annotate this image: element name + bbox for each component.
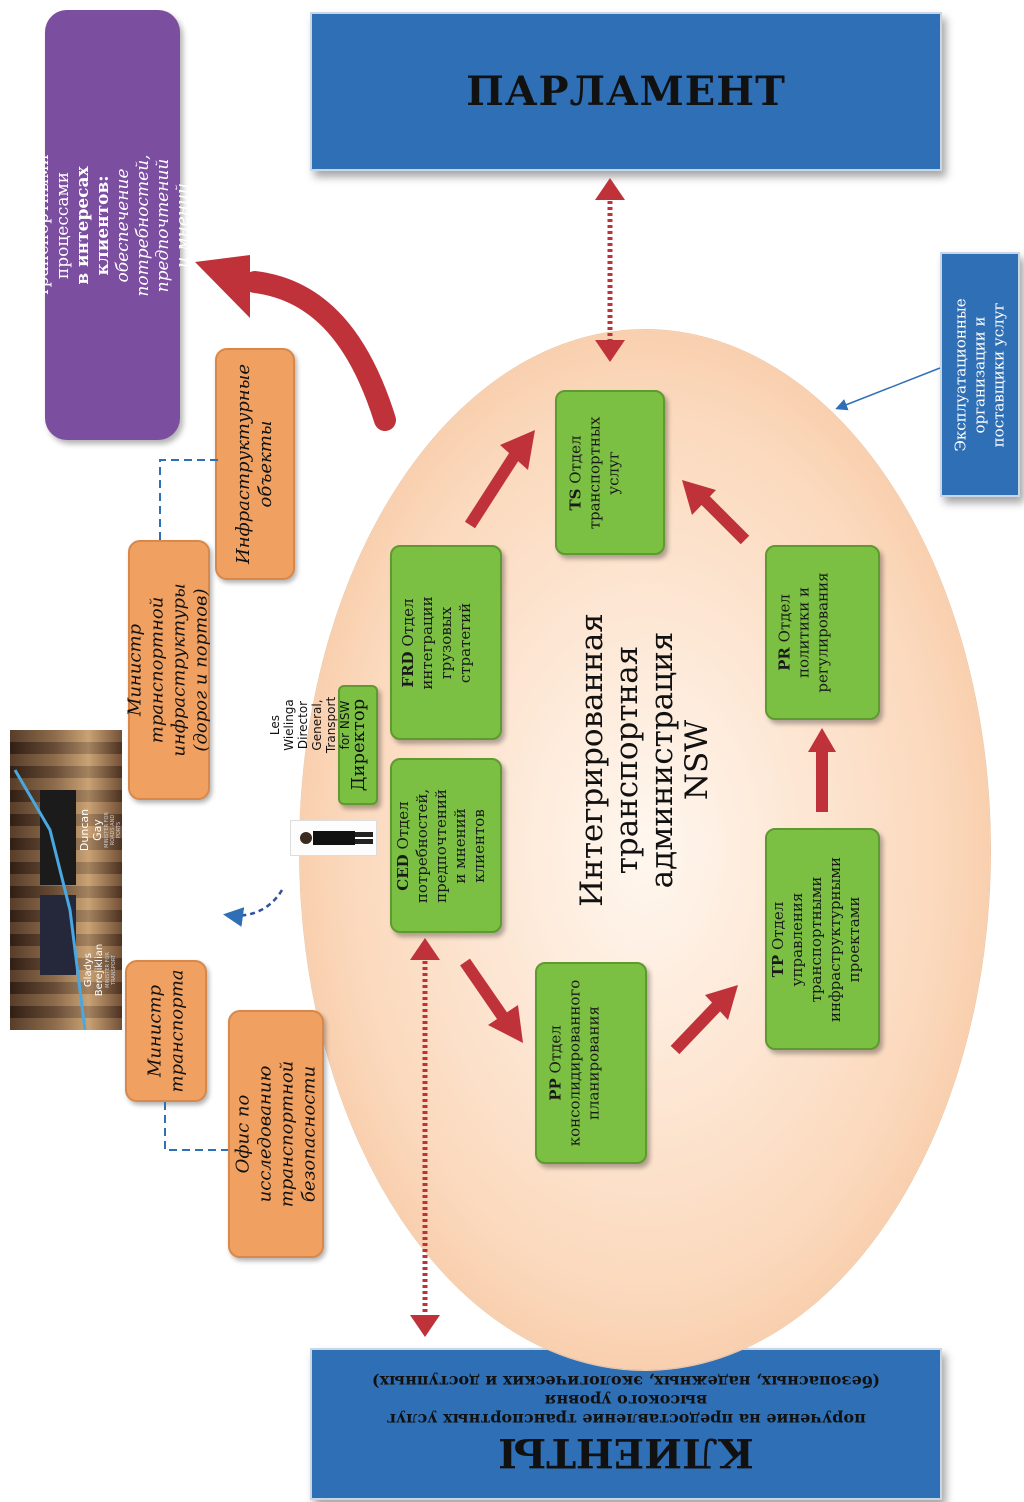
- photo-line-icon: [13, 769, 87, 1030]
- ts-department-box: TS Отдел транспортных услуг: [555, 390, 665, 555]
- ced-department-box: CED Отдел потребностей, предпочтений и м…: [390, 758, 502, 933]
- infra-objects-box: Инфраструктурные объекты: [215, 348, 295, 580]
- frd-department-box: FRD Отдел интеграции грузовых стратегий: [390, 545, 502, 740]
- cycle-arrow-pp-tp-icon: [670, 985, 738, 1055]
- transport-minister-box: Министр транспорта: [125, 960, 207, 1102]
- clients-double-arrow-icon: [410, 938, 440, 1337]
- dashed-connector-infra: [159, 459, 218, 540]
- person1-figure: [40, 790, 76, 885]
- dashed-curved-arrow-icon: [223, 889, 284, 927]
- parliament-double-arrow-icon: [595, 178, 625, 362]
- parliament-label: ПАРЛАМЕНТ: [466, 68, 786, 115]
- big-curved-arrow-icon: [195, 255, 396, 431]
- cycle-arrow-ced-pp-icon: [460, 958, 523, 1043]
- person-icon: [300, 831, 373, 845]
- pr-department-box: PR Отдел политики и регулирования: [765, 545, 880, 720]
- dashed-connector-safety: [164, 1102, 228, 1151]
- cycle-arrow-frd-ts-icon: [464, 430, 535, 529]
- operators-pointer-arrow-icon: [835, 367, 941, 411]
- tp-department-box: TP Отдел управления транспортными инфрас…: [765, 828, 880, 1050]
- safety-office-box: Офис по исследованию транспортной безопа…: [228, 1010, 324, 1258]
- director-photo: [290, 820, 377, 856]
- infra-minister-box: Министр транспортной инфраструктуры (дор…: [125, 540, 212, 800]
- ministers-photo: Duncan Gay MINISTER FOR ROADS AND PORTS …: [10, 730, 122, 1030]
- clients-box: КЛИЕНТЫ поручение на предоставление тран…: [310, 1348, 942, 1500]
- cycle-arrow-tp-pr-icon: [808, 728, 836, 812]
- pp-department-box: PP Отдел консолидированного планирования: [535, 962, 647, 1164]
- director-box: Директор: [338, 685, 378, 805]
- purple-box: управление транспортными процессами в ин…: [13, 10, 213, 440]
- cycle-arrow-pr-ts-icon: [682, 480, 750, 545]
- operators-box: Эксплуатационные организации и поставщик…: [940, 252, 1020, 497]
- parliament-box: ПАРЛАМЕНТ: [310, 12, 942, 171]
